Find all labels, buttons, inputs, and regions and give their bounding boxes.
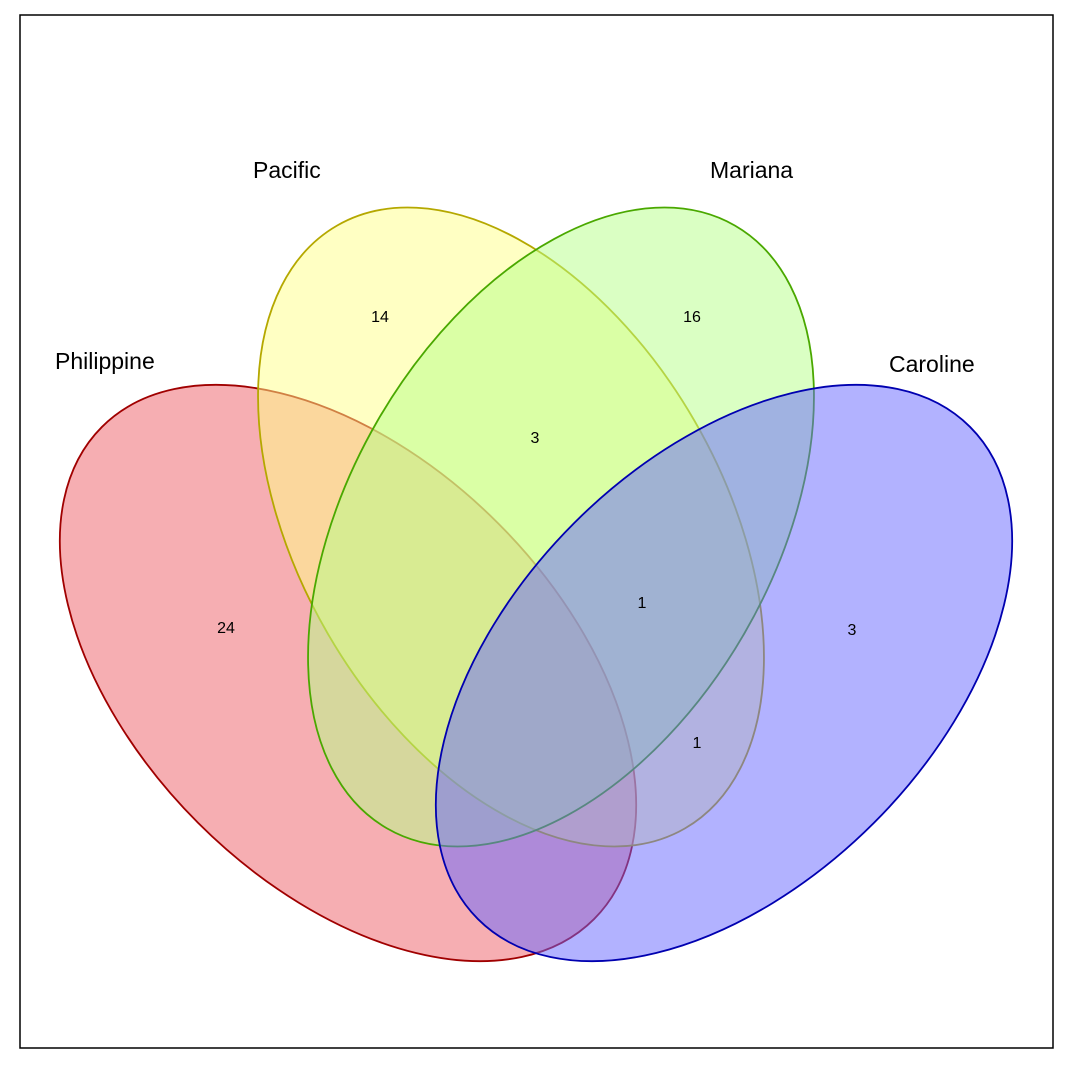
count-pacific-mariana: 3 <box>531 430 540 447</box>
count-pacific-only: 14 <box>371 309 389 326</box>
count-pacific-caroline: 1 <box>693 735 702 752</box>
count-philippine-only: 24 <box>217 620 235 637</box>
count-caroline-only: 3 <box>848 622 857 639</box>
region-counts: 24 14 3 16 1 1 3 <box>217 309 856 752</box>
count-pacific-mariana-caroline: 1 <box>638 595 647 612</box>
set-label-philippine: Philippine <box>55 348 155 374</box>
ellipses <box>58 206 1014 963</box>
count-mariana-only: 16 <box>683 309 701 326</box>
set-label-mariana: Mariana <box>710 157 793 183</box>
ellipse-caroline <box>434 383 1014 963</box>
set-label-caroline: Caroline <box>889 351 975 377</box>
set-label-pacific: Pacific <box>253 157 321 183</box>
set-labels: Philippine Pacific Mariana Caroline <box>55 157 975 377</box>
